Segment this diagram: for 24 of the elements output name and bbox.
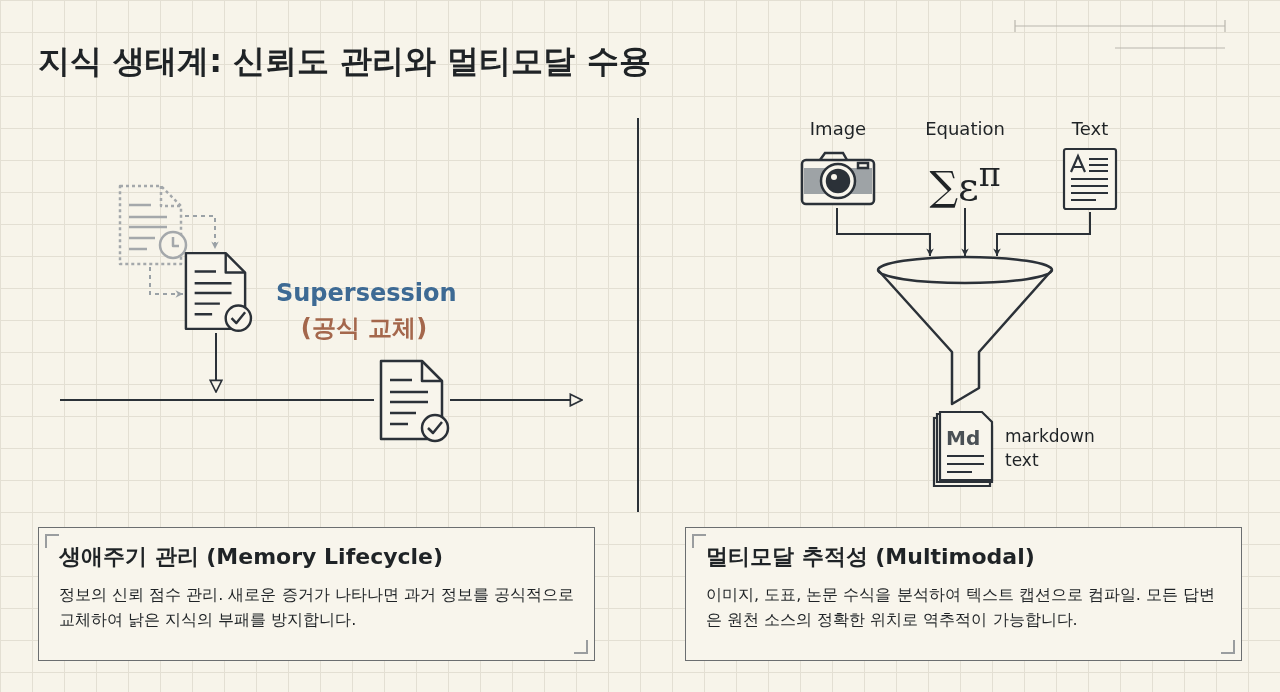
arrow	[993, 211, 1091, 257]
arrow	[449, 393, 583, 407]
arrow	[209, 332, 223, 393]
timeline-line	[59, 399, 375, 401]
file-type-label: Md	[946, 426, 981, 450]
icon-label: Equation	[924, 118, 1006, 139]
arrow	[149, 266, 184, 298]
arrow	[836, 207, 934, 257]
arrow	[961, 207, 969, 257]
card-text: 이미지, 도표, 논문 수식을 분석하여 텍스트 캡션으로 컴파일. 모든 답변은 원천 소스의 정확한 위치로 역추적이 가능합니다.	[706, 584, 1217, 631]
node-label: markdown text	[1005, 425, 1096, 472]
card-heading: 멀티모달 추적성 (Multimodal)	[706, 543, 1036, 571]
info-card	[685, 527, 1242, 661]
icon-label: Image	[808, 118, 868, 139]
arrow	[184, 215, 219, 250]
card-heading: 생애주기 관리 (Memory Lifecycle)	[59, 543, 445, 571]
funnel-icon	[875, 256, 1055, 406]
info-card	[38, 527, 595, 661]
card-text: 정보의 신뢰 점수 관리. 새로운 증거가 나타나면 과거 정보를 공식적으로 교체하여 낡은 지식의 부패를 방지합니다.	[59, 584, 574, 631]
title: 지식 생태계: 신뢰도 관리와 멀티모달 수용	[38, 41, 651, 82]
process-sublabel: (공식 교체)	[299, 313, 429, 344]
icon-label: Text	[1070, 118, 1110, 139]
outdated-document-icon	[117, 183, 185, 267]
formula: ∑ε$^{π}$	[928, 154, 1002, 212]
